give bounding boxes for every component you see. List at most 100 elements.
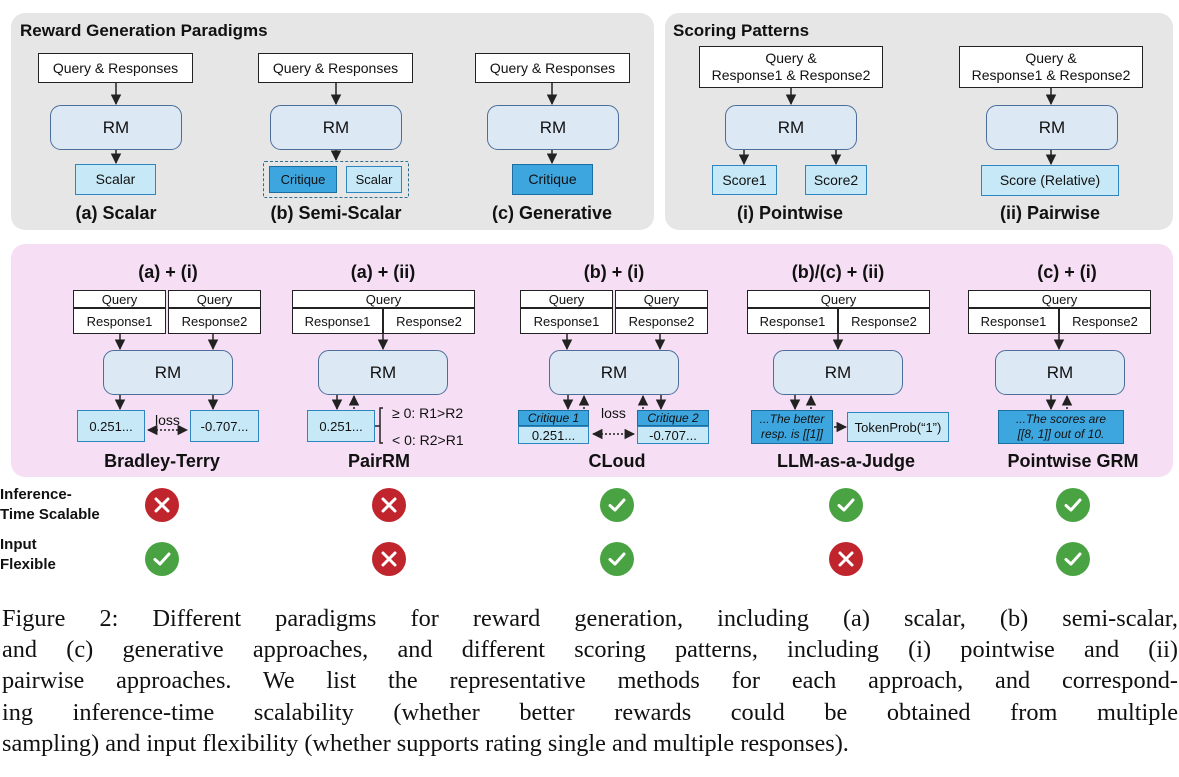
critique1-box: Critique 1 [518,410,589,426]
score-relative-box: Score (Relative) [981,165,1119,196]
rm-box: RM [487,105,619,150]
response1-box: Response1 [292,308,383,334]
rm-box: RM [103,350,233,395]
method-pairrm: PairRM [347,451,411,471]
caption-line: pairwise approaches. We list the represe… [2,667,1178,695]
figure-caption: Figure 2: Different paradigms for reward… [2,603,1178,759]
reward-paradigms-title: Reward Generation Paradigms [20,21,268,40]
score2-box: Score2 [805,165,867,195]
grm-text-1: ...The scores are [1015,412,1107,426]
response2-box: Response2 [383,308,475,334]
label-generative: (c) Generative [491,203,613,223]
loss-label: loss [601,405,626,421]
query-box: Query [292,290,475,308]
caption-line: ing inference-time scalability (whether … [2,698,1178,726]
cross-icon [372,488,406,522]
query-line-1: Query & [765,50,817,66]
row-label-scalable: Inference- Time Scalable [0,485,100,525]
judge-text-1: ...The better [759,412,825,426]
score-value-box: -0.707... [190,410,259,442]
token-prob-box: TokenProb(“1”) [847,412,949,442]
cross-icon [829,542,863,576]
label-scalar: (a) Scalar [75,203,157,223]
response2-box: Response2 [168,308,261,334]
query-responses-box: Query & Responses [38,53,193,83]
check-icon [145,542,179,576]
query-responses-box: Query & Responses [258,53,413,83]
score-value-box: 0.251... [518,426,589,444]
response1-box: Response1 [968,308,1059,334]
score1-box: Score1 [712,165,777,195]
score-value-box: -0.707... [637,426,709,444]
grm-text-2: [[8, 1]] out of 10. [1017,427,1105,441]
rm-box: RM [549,350,679,395]
check-icon [600,488,634,522]
row-label-flexible: Input Flexible [0,535,56,575]
scalar-box: Scalar [75,164,156,195]
method-llm-as-a-judge: LLM-as-a-Judge [776,451,916,471]
rm-box: RM [50,105,182,150]
query-two-responses-box: Query & Response1 & Response2 [959,46,1143,88]
caption-line: sampling) and input flexibility (whether… [2,729,849,757]
condition-negative: < 0: R2>R1 [392,432,464,448]
row-label-flexible-line1: Input [0,536,37,553]
query-line-1: Query & [1025,50,1077,66]
caption-line: and (c) generative approaches, and diffe… [2,636,1178,664]
query-line-2: Response1 & Response2 [711,67,871,83]
score-value-box: 0.251... [307,410,375,442]
scoring-patterns-title: Scoring Patterns [673,21,810,40]
rm-box: RM [318,350,448,395]
row-label-scalable-line2: Time Scalable [0,506,100,523]
critique2-box: Critique 2 [637,410,709,426]
label-pointwise: (i) Pointwise [736,203,844,223]
response2-box: Response2 [838,308,930,334]
cross-icon [372,542,406,576]
critique-box: Critique [512,164,593,195]
rm-box: RM [725,105,857,150]
condition-positive: ≥ 0: R1>R2 [392,405,464,421]
semi-scalar-group [263,161,409,198]
label-semi-scalar: (b) Semi-Scalar [270,203,402,223]
scalar-box: Scalar [346,166,402,193]
combo-judge: (b)/(c) + (ii) [791,262,885,282]
response1-box: Response1 [520,308,613,334]
method-bradley-terry: Bradley-Terry [104,451,220,471]
score-value-box: 0.251... [77,410,145,442]
row-label-scalable-line1: Inference- [0,486,72,503]
check-icon [1056,542,1090,576]
combo-grm: (c) + (i) [1037,262,1097,282]
judge-text-2: resp. is [[1]] [760,427,824,441]
rm-box: RM [773,350,903,395]
check-icon [600,542,634,576]
grm-critique-box: ...The scores are [[8, 1]] out of 10. [998,410,1124,444]
query-box: Query [747,290,930,308]
combo-bt: (a) + (i) [138,262,198,282]
rm-box: RM [995,350,1125,395]
combo-pairrm: (a) + (ii) [350,262,416,282]
response1-box: Response1 [747,308,838,334]
query-box: Query [615,290,708,308]
query-responses-box: Query & Responses [475,53,630,83]
response2-box: Response2 [1059,308,1151,334]
judge-critique-box: ...The better resp. is [[1]] [751,410,833,444]
query-box: Query [73,290,166,308]
check-icon [1056,488,1090,522]
response2-box: Response2 [615,308,708,334]
query-box: Query [968,290,1151,308]
check-icon [829,488,863,522]
rm-box: RM [986,105,1118,150]
critique-box: Critique [269,166,337,193]
query-line-2: Response1 & Response2 [971,67,1131,83]
caption-line: Figure 2: Different paradigms for reward… [2,605,1178,632]
query-box: Query [520,290,613,308]
method-cloud: CLoud [588,451,646,471]
response1-box: Response1 [73,308,166,334]
combo-cloud: (b) + (i) [583,262,645,282]
row-label-flexible-line2: Flexible [0,556,56,573]
cross-icon [145,488,179,522]
loss-label: loss [155,412,180,428]
label-pairwise: (ii) Pairwise [999,203,1101,223]
rm-box: RM [270,105,402,150]
query-box: Query [168,290,261,308]
query-two-responses-box: Query & Response1 & Response2 [699,46,883,88]
